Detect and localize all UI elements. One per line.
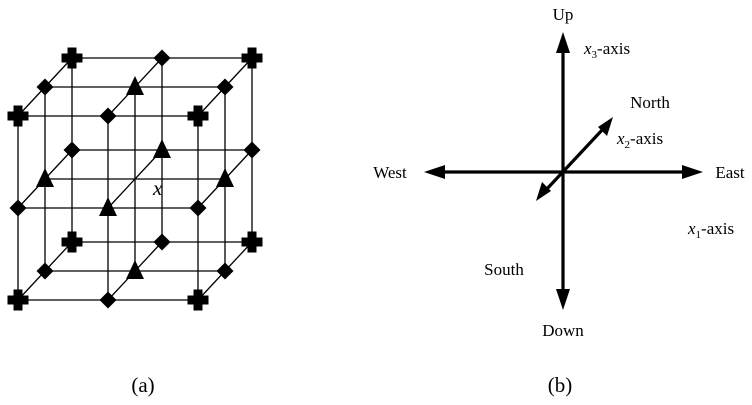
label-x2-axis: x2-axis <box>616 129 663 151</box>
edge-diamond-marker <box>153 49 171 67</box>
label-x3-axis: x3-axis <box>583 39 630 61</box>
label-north: North <box>630 93 670 112</box>
axes-panel: Up Down West East North South x3-axis x2… <box>373 5 745 340</box>
west-arrow-icon <box>424 165 445 179</box>
label-down: Down <box>542 321 584 340</box>
label-up: Up <box>553 5 574 24</box>
diagonal-axis-line <box>543 127 605 193</box>
face-triangle-marker <box>126 260 144 279</box>
down-arrow-icon <box>556 289 570 310</box>
face-triangle-marker <box>153 139 171 158</box>
edge-diamond-marker <box>216 262 234 280</box>
lattice-cube-panel: x <box>7 47 263 311</box>
edge-diamond-marker <box>99 107 117 125</box>
label-south: South <box>484 260 524 279</box>
edge-diamond-marker <box>99 291 117 309</box>
caption-b: (b) <box>548 373 573 397</box>
edge-diamond-marker <box>153 233 171 251</box>
edge-diamond-marker <box>36 78 54 96</box>
corner-cross-marker <box>187 289 209 311</box>
south-arrow-icon <box>536 182 551 201</box>
edge-diamond-marker <box>36 262 54 280</box>
edge-diamond-marker <box>63 141 81 159</box>
label-east: East <box>715 163 745 182</box>
corner-cross-marker <box>61 47 83 69</box>
grid-line-z <box>107 149 163 209</box>
face-triangle-marker <box>36 168 54 187</box>
face-triangle-marker <box>216 168 234 187</box>
face-triangle-marker <box>99 197 117 216</box>
corner-cross-marker <box>241 47 263 69</box>
up-arrow-icon <box>556 32 570 53</box>
caption-a: (a) <box>131 373 154 397</box>
corner-cross-marker <box>7 289 29 311</box>
face-triangle-marker <box>126 76 144 95</box>
label-west: West <box>373 163 407 182</box>
edge-diamond-marker <box>216 78 234 96</box>
east-arrow-icon <box>682 165 703 179</box>
edge-diamond-marker <box>9 199 27 217</box>
label-x1-axis: x1-axis <box>687 219 734 241</box>
corner-cross-marker <box>61 231 83 253</box>
center-point-label: x <box>152 176 163 200</box>
corner-cross-marker <box>187 105 209 127</box>
edge-diamond-marker <box>189 199 207 217</box>
edge-diamond-marker <box>243 141 261 159</box>
corner-cross-marker <box>241 231 263 253</box>
lattice-markers <box>7 47 263 311</box>
corner-cross-marker <box>7 105 29 127</box>
north-arrow-icon <box>598 117 613 136</box>
